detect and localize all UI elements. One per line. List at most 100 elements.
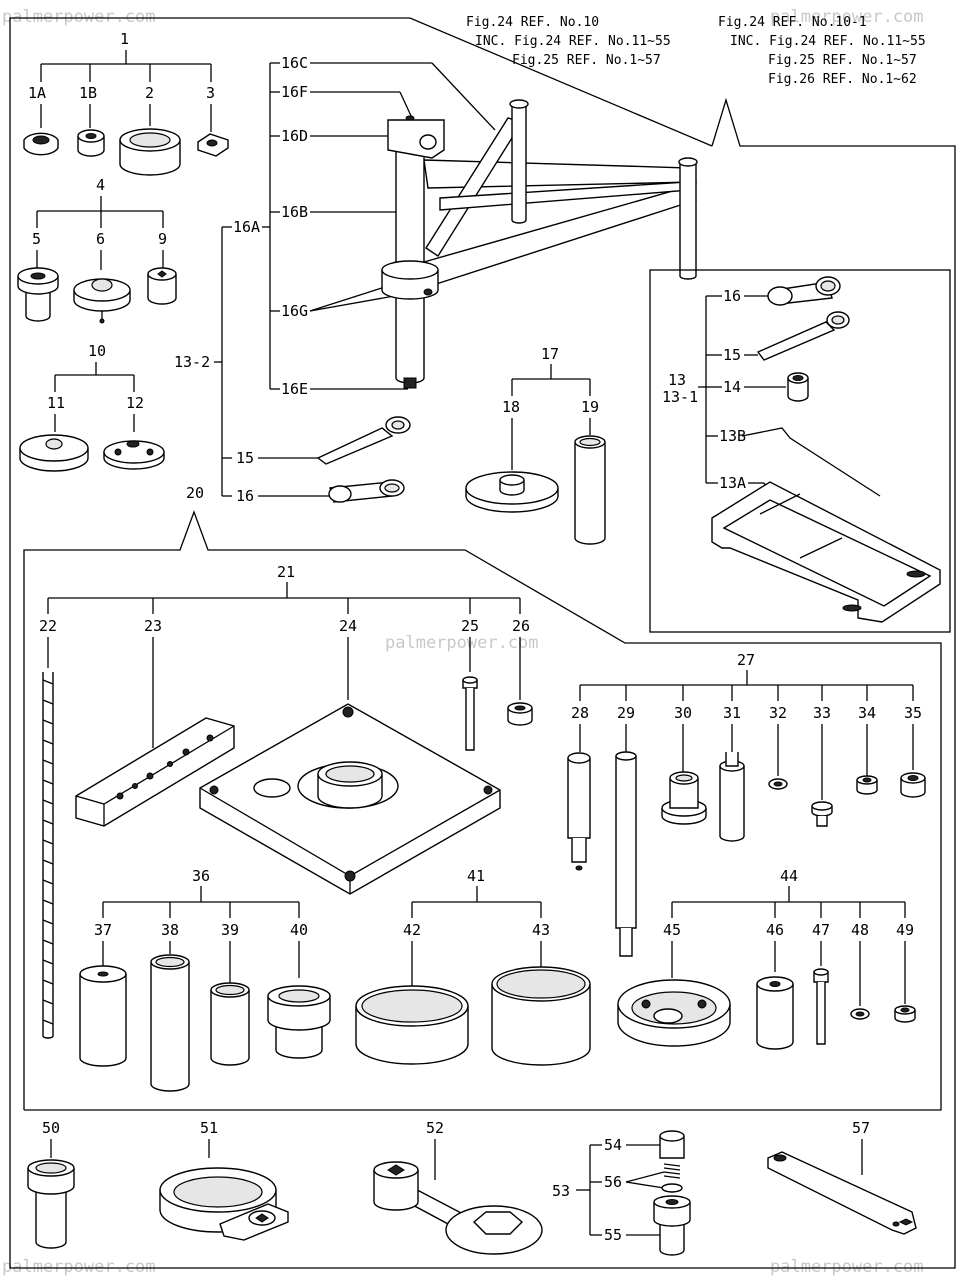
part-5-holder xyxy=(17,267,59,322)
part-29-shaft xyxy=(615,751,637,957)
svg-text:28: 28 xyxy=(571,704,589,722)
svg-text:52: 52 xyxy=(426,1119,444,1137)
svg-text:13: 13 xyxy=(668,371,686,389)
svg-text:37: 37 xyxy=(94,921,112,939)
svg-text:20: 20 xyxy=(186,484,204,502)
part-1a-clip xyxy=(23,132,59,156)
svg-text:46: 46 xyxy=(766,921,784,939)
svg-text:55: 55 xyxy=(604,1226,622,1244)
svg-text:51: 51 xyxy=(200,1119,218,1137)
part-26-nut xyxy=(507,702,533,726)
svg-text:1: 1 xyxy=(120,30,129,48)
group-4: 4 5 6 9 xyxy=(32,176,167,270)
svg-text:53: 53 xyxy=(552,1182,570,1200)
part-34-nut xyxy=(856,775,878,795)
group-1: 1 1A 1B 2 3 xyxy=(28,30,215,132)
wrench-15-box xyxy=(756,311,850,361)
svg-text:16: 16 xyxy=(723,287,741,305)
svg-text:Fig.26 REF. No.1~62: Fig.26 REF. No.1~62 xyxy=(768,72,917,87)
svg-text:Fig.25 REF. No.1~57: Fig.25 REF. No.1~57 xyxy=(512,53,661,68)
part-18-disc xyxy=(465,471,559,513)
svg-text:47: 47 xyxy=(812,921,830,939)
svg-text:5: 5 xyxy=(32,230,41,248)
part-30-flanged-bushing xyxy=(661,771,707,825)
svg-text:13-2: 13-2 xyxy=(174,353,210,371)
svg-text:2: 2 xyxy=(145,84,154,102)
svg-text:15: 15 xyxy=(236,449,254,467)
hex-key-13b xyxy=(741,427,881,497)
outer-frame xyxy=(9,17,956,1269)
svg-text:27: 27 xyxy=(737,651,755,669)
svg-text:38: 38 xyxy=(161,921,179,939)
svg-text:11: 11 xyxy=(47,394,65,412)
svg-text:Fig.24 REF. No.10: Fig.24 REF. No.10 xyxy=(466,15,599,30)
part-1b-bushing xyxy=(77,129,105,157)
svg-text:25: 25 xyxy=(461,617,479,635)
part-2-ring xyxy=(119,128,181,176)
svg-text:13B: 13B xyxy=(719,427,746,445)
group-27: 27 28 29 30 31 32 33 34 35 xyxy=(571,651,922,800)
svg-text:48: 48 xyxy=(851,921,869,939)
svg-text:14: 14 xyxy=(723,378,741,396)
part-9-socket xyxy=(147,267,177,305)
svg-text:16E: 16E xyxy=(281,380,308,398)
frame-13a xyxy=(711,481,941,623)
svg-text:18: 18 xyxy=(502,398,520,416)
group-21: 21 22 23 24 25 26 xyxy=(39,563,530,748)
watermark: palmerpower.com xyxy=(2,7,156,27)
svg-text:54: 54 xyxy=(604,1136,622,1154)
svg-text:4: 4 xyxy=(96,176,105,194)
part-3-adapter xyxy=(197,133,229,157)
part-22-threaded-rod xyxy=(42,672,54,1039)
svg-text:17: 17 xyxy=(541,345,559,363)
part-31-pin xyxy=(719,752,745,842)
svg-text:34: 34 xyxy=(858,704,876,722)
svg-text:50: 50 xyxy=(42,1119,60,1137)
part-40-stepped-adapter xyxy=(267,985,331,1059)
svg-text:24: 24 xyxy=(339,617,357,635)
part-12-flange xyxy=(103,440,165,470)
svg-text:16F: 16F xyxy=(281,83,308,101)
svg-text:56: 56 xyxy=(604,1173,622,1191)
svg-text:22: 22 xyxy=(39,617,57,635)
svg-text:30: 30 xyxy=(674,704,692,722)
svg-text:16B: 16B xyxy=(281,203,308,221)
part-54-cap xyxy=(659,1130,685,1159)
svg-text:16C: 16C xyxy=(281,54,308,72)
box-20: 20 xyxy=(23,484,942,1111)
svg-text:43: 43 xyxy=(532,921,550,939)
svg-text:16A: 16A xyxy=(233,218,260,236)
wrench-16 xyxy=(328,479,405,503)
svg-text:10: 10 xyxy=(88,342,106,360)
watermark: palmerpower.com xyxy=(770,1257,924,1277)
svg-text:16D: 16D xyxy=(281,127,308,145)
svg-text:Fig.25 REF. No.1~57: Fig.25 REF. No.1~57 xyxy=(768,53,917,68)
svg-text:45: 45 xyxy=(663,921,681,939)
reference-note-right: Fig.24 REF. No.10-1 INC. Fig.24 REF. No.… xyxy=(718,15,926,87)
svg-text:21: 21 xyxy=(277,563,295,581)
group-50: 50 xyxy=(27,1119,75,1249)
svg-text:1B: 1B xyxy=(79,84,97,102)
svg-text:23: 23 xyxy=(144,617,162,635)
svg-text:49: 49 xyxy=(896,921,914,939)
part-42-ring xyxy=(355,985,469,1065)
group-36: 36 37 38 39 40 xyxy=(94,867,308,984)
svg-text:3: 3 xyxy=(206,84,215,102)
svg-text:12: 12 xyxy=(126,394,144,412)
svg-text:33: 33 xyxy=(813,704,831,722)
part-11-adapter-plate xyxy=(19,434,89,472)
watermark: palmerpower.com xyxy=(385,633,539,653)
watermark: palmerpower.com xyxy=(2,1257,156,1277)
group-17: 17 18 19 xyxy=(502,345,599,470)
stand-16a xyxy=(381,99,698,389)
svg-text:39: 39 xyxy=(221,921,239,939)
part-39-sleeve xyxy=(210,982,250,1066)
part-23-bar xyxy=(75,717,235,827)
wrench-15 xyxy=(316,416,411,465)
part-6-plate xyxy=(73,278,131,324)
group-41: 41 42 43 xyxy=(403,867,550,990)
svg-text:6: 6 xyxy=(96,230,105,248)
part-35-nut xyxy=(900,772,926,798)
part-19-sleeve xyxy=(574,435,606,545)
watermark: palmerpower.com xyxy=(770,7,924,27)
